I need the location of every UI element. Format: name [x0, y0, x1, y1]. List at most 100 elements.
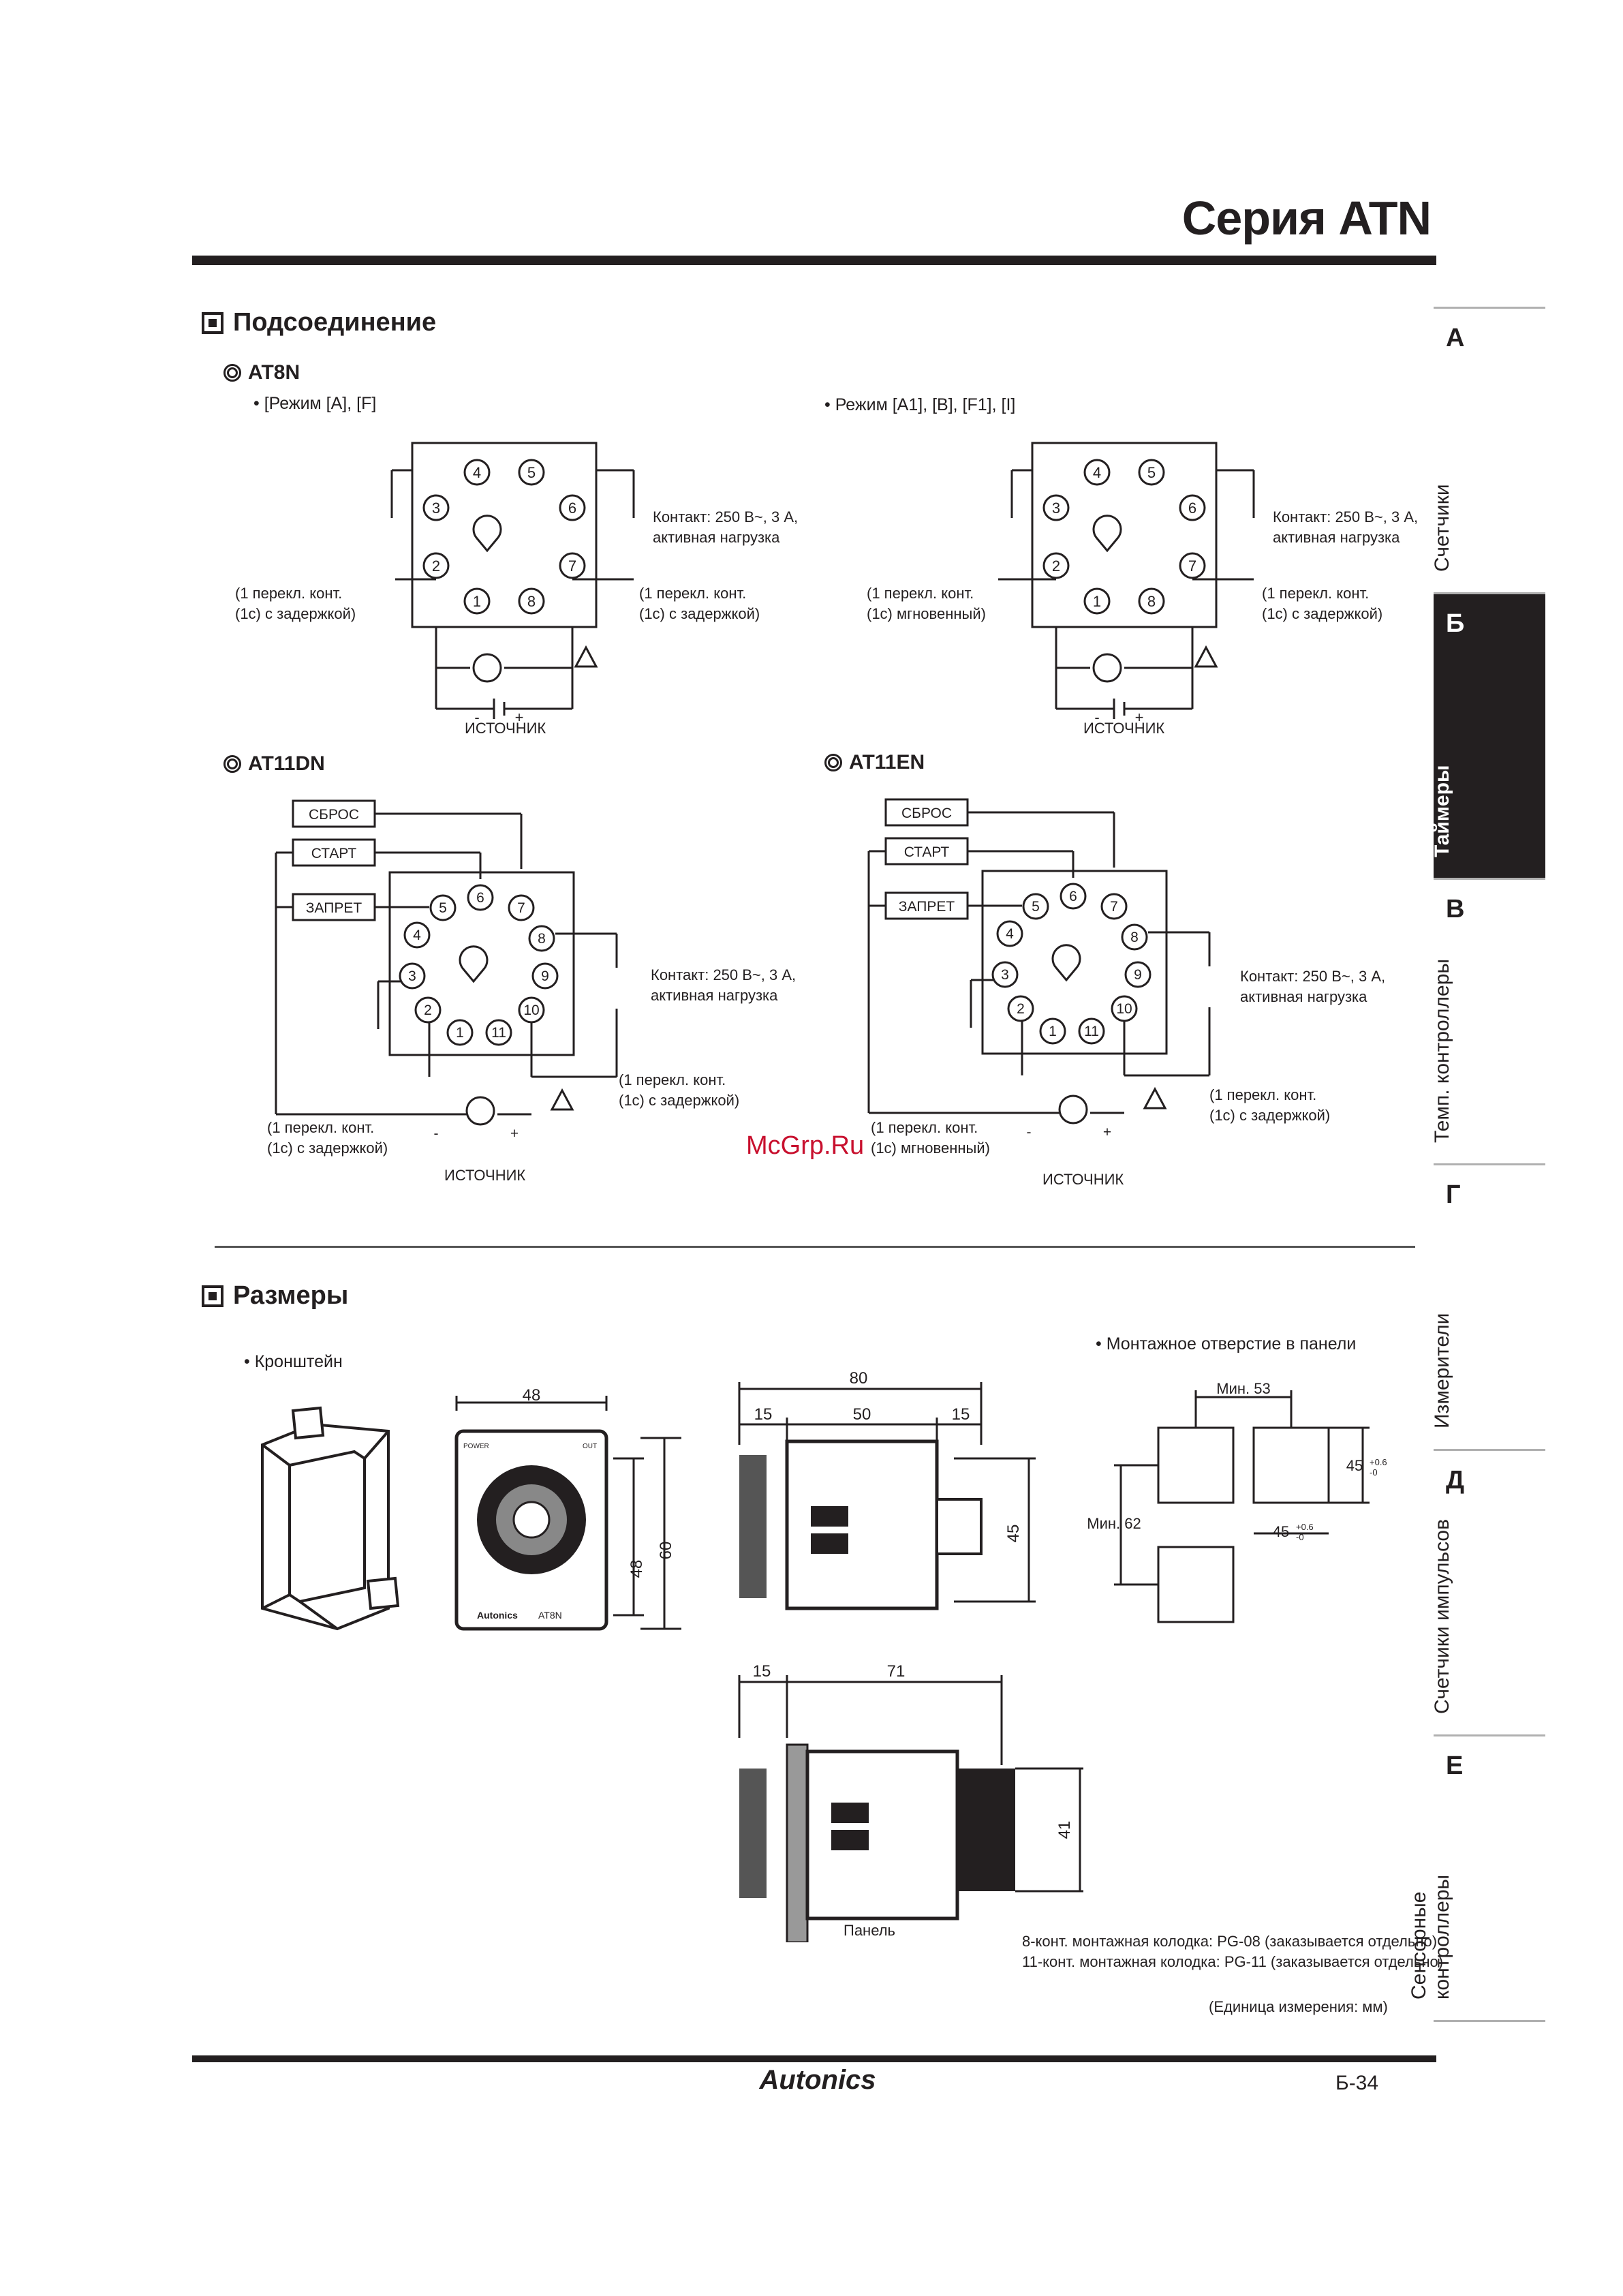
- svg-text:2: 2: [424, 1002, 432, 1018]
- at8n-a-contact-1: Контакт: 250 В~, 3 А,: [653, 508, 799, 525]
- at11en-wiring-diagram: 6 7 5 4 8 3 9 2 10 1 11 СБРОС СТАРТ ЗАПР…: [867, 798, 1211, 1140]
- svg-text:+: +: [510, 1126, 519, 1142]
- at8n-a-right-relay-1: (1 перекл. конт.: [639, 585, 747, 602]
- side-tab-label: Темп. контроллеры: [1431, 959, 1453, 1143]
- side-tab-letter: Б: [1446, 609, 1465, 638]
- svg-text:4: 4: [413, 928, 421, 943]
- at8n-heading: AT8N: [223, 361, 300, 384]
- at8n-b-contact-2: активная нагрузка: [1273, 529, 1400, 546]
- at11dn-left-relay-2: (1с) с задержкой): [267, 1139, 388, 1157]
- svg-text:ЗАПРЕТ: ЗАПРЕТ: [306, 900, 362, 916]
- side-tab-counters[interactable]: А Счетчики: [1431, 309, 1545, 594]
- svg-text:-: -: [1027, 1124, 1032, 1140]
- timer-side-view: 80 15 50 15 45: [738, 1369, 1036, 1610]
- unit-note: (Единица измерения: мм): [1209, 1998, 1388, 2015]
- svg-text:6: 6: [1188, 500, 1196, 517]
- at8n-title: AT8N: [248, 361, 300, 384]
- svg-text:8: 8: [1130, 930, 1139, 945]
- at11dn-left-relay-1: (1 перекл. конт.: [267, 1119, 375, 1136]
- svg-text:15: 15: [754, 1405, 773, 1424]
- timer-panel-mount-view: 15 71 41: [738, 1662, 1083, 1942]
- svg-text:45: 45: [1346, 1457, 1363, 1474]
- socket-11pin-note: 11-конт. монтажная колодка: PG-11 (заказ…: [1022, 1953, 1444, 1970]
- svg-text:Мин. 62: Мин. 62: [1087, 1515, 1141, 1532]
- side-tab-meters[interactable]: Г Измерители: [1431, 1165, 1545, 1451]
- svg-text:СБРОС: СБРОС: [309, 807, 359, 823]
- side-tab-letter: Д: [1446, 1466, 1465, 1495]
- svg-text:AT8N: AT8N: [538, 1610, 562, 1621]
- side-tab-pulse-counters[interactable]: Д Счетчики импульсов: [1431, 1451, 1545, 1736]
- side-tab-letter: В: [1446, 895, 1465, 923]
- svg-text:8: 8: [527, 593, 536, 610]
- socket-8pin-note: 8-конт. монтажная колодка: PG-08 (заказы…: [1022, 1933, 1438, 1950]
- side-tab-letter: А: [1446, 324, 1465, 352]
- square-bullet-icon: [202, 311, 223, 334]
- at8n-a-contact-2: активная нагрузка: [653, 529, 780, 546]
- svg-text:СТАРТ: СТАРТ: [311, 846, 357, 861]
- bracket-label: • Кронштейн: [244, 1352, 343, 1371]
- svg-text:7: 7: [517, 900, 525, 916]
- page-number: Б-34: [1335, 2072, 1379, 2094]
- side-tab-temp-controllers[interactable]: В Темп. контроллеры: [1431, 880, 1545, 1165]
- svg-text:+: +: [1135, 709, 1144, 726]
- at8n-a-left-relay-2: (1с) с задержкой): [235, 605, 356, 622]
- at8n-b-contact-1: Контакт: 250 В~, 3 А,: [1273, 508, 1419, 525]
- svg-text:Autonics: Autonics: [477, 1610, 518, 1621]
- svg-text:10: 10: [1116, 1001, 1132, 1017]
- svg-text:ЗАПРЕТ: ЗАПРЕТ: [899, 899, 955, 915]
- svg-text:+: +: [1103, 1124, 1111, 1140]
- top-rule: [192, 256, 1436, 265]
- at8n-mode-a: • [Режим [A], [F]: [253, 394, 377, 413]
- svg-text:6: 6: [1069, 889, 1077, 904]
- svg-text:15: 15: [952, 1405, 970, 1424]
- at11dn-heading: AT11DN: [223, 752, 325, 776]
- svg-text:4: 4: [1093, 464, 1101, 481]
- svg-text:7: 7: [1110, 899, 1118, 915]
- svg-text:7: 7: [568, 557, 576, 575]
- at11en-right-relay-2: (1с) с задержкой): [1209, 1107, 1331, 1124]
- side-tab-label: Таймеры: [1431, 765, 1453, 857]
- svg-text:5: 5: [1147, 464, 1156, 481]
- svg-text:5: 5: [1032, 899, 1040, 915]
- footer-brand-logo: Autonics: [759, 2065, 876, 2095]
- svg-text:-0: -0: [1370, 1467, 1378, 1478]
- svg-text:11: 11: [1084, 1024, 1099, 1039]
- svg-text:45: 45: [1273, 1523, 1289, 1540]
- svg-text:4: 4: [1006, 926, 1014, 942]
- svg-text:7: 7: [1188, 557, 1196, 575]
- watermark: McGrp.Ru: [746, 1131, 865, 1160]
- svg-text:3: 3: [408, 968, 416, 984]
- connection-section-title: Подсоединение: [202, 308, 436, 337]
- side-tab-letter: Е: [1446, 1751, 1464, 1780]
- svg-text:-: -: [434, 1126, 439, 1142]
- side-tab-label: Счетчики импульсов: [1431, 1518, 1453, 1714]
- svg-text:9: 9: [541, 968, 549, 984]
- svg-text:41: 41: [1055, 1821, 1074, 1839]
- circle-bullet-icon: [824, 754, 842, 771]
- side-tab-timers[interactable]: Б Таймеры: [1431, 594, 1545, 880]
- svg-text:2: 2: [432, 557, 440, 575]
- at11dn-title: AT11DN: [248, 752, 325, 775]
- svg-text:OUT: OUT: [583, 1443, 597, 1450]
- svg-text:9: 9: [1134, 967, 1142, 983]
- svg-text:71: 71: [887, 1662, 906, 1681]
- side-tab-sensor-controllers[interactable]: Е Сенсорные контроллеры: [1408, 1736, 1545, 2022]
- svg-text:60: 60: [657, 1542, 675, 1560]
- at8n-b-left-relay-2: (1с) мгновенный): [867, 605, 986, 622]
- svg-text:5: 5: [439, 900, 447, 916]
- svg-text:4: 4: [473, 464, 481, 481]
- at8n-b-right-relay-1: (1 перекл. конт.: [1262, 585, 1370, 602]
- svg-text:2: 2: [1017, 1001, 1025, 1017]
- at8n-b-source: ИСТОЧНИК: [1083, 720, 1165, 737]
- svg-text:6: 6: [476, 890, 484, 906]
- at11en-left-relay-1: (1 перекл. конт.: [871, 1119, 978, 1136]
- panel-cutout-drawing: Мин. 53 Мин. 62 45 45 +0.6 -0 +0.6 -0: [1087, 1380, 1387, 1623]
- svg-text:6: 6: [568, 500, 576, 517]
- svg-text:50: 50: [853, 1405, 871, 1424]
- at11en-contact-1: Контакт: 250 В~, 3 А,: [1240, 968, 1386, 985]
- at8n-b-left-relay-1: (1 перекл. конт.: [867, 585, 974, 602]
- svg-text:+0.6: +0.6: [1296, 1522, 1314, 1532]
- at8n-wiring-diagram-b: 4 5 3 6 2 7 1 8 - +: [998, 442, 1255, 726]
- svg-text:-: -: [1094, 709, 1099, 726]
- side-tab-label: Счетчики: [1431, 484, 1453, 572]
